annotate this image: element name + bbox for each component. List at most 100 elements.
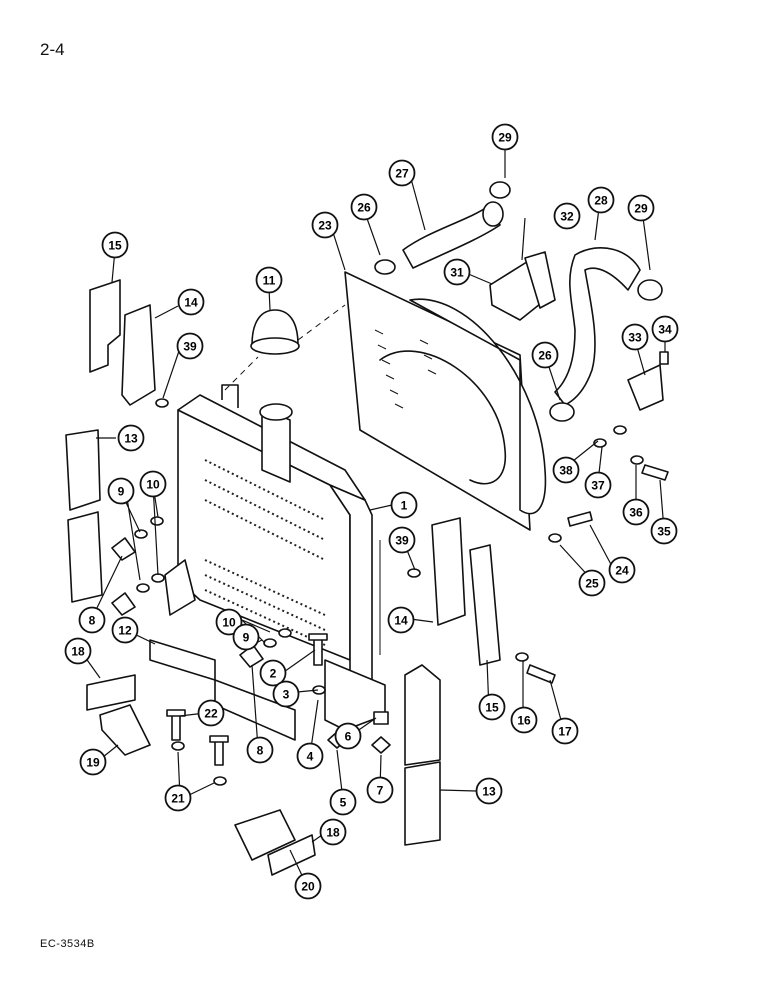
callout-circle — [491, 123, 519, 151]
callout-circle — [197, 699, 225, 727]
callout-13: 13 — [117, 424, 145, 452]
callout-circle — [215, 608, 243, 636]
mount-upper — [111, 537, 136, 561]
callout-label: 10 — [222, 616, 236, 630]
callout-29: 29 — [491, 123, 519, 151]
callout-21: 21 — [164, 784, 192, 812]
callout-circle — [587, 186, 615, 214]
callout-label: 11 — [263, 274, 276, 288]
callout-31: 31 — [443, 258, 471, 286]
callout-circle — [79, 748, 107, 776]
callout-3: 3 — [272, 680, 300, 708]
callout-4: 4 — [296, 742, 324, 770]
seal-strip-lower — [67, 511, 103, 603]
callout-circle — [259, 659, 287, 687]
callout-19: 19 — [79, 748, 107, 776]
callout-label: 4 — [307, 750, 314, 764]
callout-label: 33 — [628, 331, 642, 345]
block-pad-upper — [86, 674, 136, 711]
callout-circle — [553, 202, 581, 230]
callout-circle — [366, 776, 394, 804]
callout-circle — [650, 517, 678, 545]
callout-label: 20 — [301, 880, 315, 894]
callout-28: 28 — [587, 186, 615, 214]
callout-11: 11 — [255, 266, 283, 294]
figure-code: EC-3534B — [40, 938, 95, 950]
callout-23: 23 — [311, 211, 339, 239]
callout-label: 14 — [394, 614, 408, 628]
callout-circle — [551, 717, 579, 745]
callout-15: 15 — [101, 231, 129, 259]
callout-label: 26 — [538, 349, 552, 363]
callout-label: 16 — [517, 714, 531, 728]
callout-circle — [552, 456, 580, 484]
callout-label: 27 — [395, 167, 409, 181]
lower-left-bracket — [99, 704, 151, 756]
callout-circle — [651, 315, 679, 343]
bolt-35 — [641, 464, 669, 481]
side-bracket-upper-left — [89, 279, 121, 373]
callout-label: 2 — [270, 667, 277, 681]
callout-36: 36 — [622, 498, 650, 526]
lower-hose — [554, 247, 641, 406]
seal-strip-right-upper — [404, 664, 441, 766]
callout-18: 18 — [319, 818, 347, 846]
seal-strip-upper — [65, 429, 101, 511]
bracket-clip — [659, 351, 669, 365]
callout-label: 7 — [377, 784, 384, 798]
bottom-pad-left — [149, 639, 216, 681]
callout-38: 38 — [552, 456, 580, 484]
callout-circle — [164, 784, 192, 812]
callout-label: 28 — [594, 194, 608, 208]
callout-17: 17 — [551, 717, 579, 745]
callout-label: 10 — [146, 478, 160, 492]
callout-circle — [388, 159, 416, 187]
page-number: 2-4 — [40, 40, 65, 59]
callout-label: 9 — [118, 485, 125, 499]
callout-label: 23 — [318, 219, 332, 233]
callout-layer: 2927282923263231151114393334261338373635… — [64, 123, 679, 900]
callout-2: 2 — [259, 659, 287, 687]
callout-5: 5 — [329, 788, 357, 816]
callout-circle — [232, 623, 260, 651]
bracket-strip — [524, 251, 556, 309]
callout-circle — [139, 470, 167, 498]
hose-clamps — [374, 181, 663, 422]
callout-circle — [578, 569, 606, 597]
callout-label: 1 — [401, 499, 408, 513]
callout-9: 9 — [232, 623, 260, 651]
callout-18: 18 — [64, 637, 92, 665]
callout-circle — [272, 680, 300, 708]
callout-circle — [621, 323, 649, 351]
callout-circle — [387, 606, 415, 634]
callout-label: 8 — [257, 744, 264, 758]
callout-label: 26 — [357, 201, 371, 215]
callout-label: 19 — [86, 756, 100, 770]
callout-label: 38 — [559, 464, 573, 478]
radiator-assembly — [164, 384, 386, 731]
callout-circle — [78, 606, 106, 634]
callout-14: 14 — [387, 606, 415, 634]
callout-circle — [176, 332, 204, 360]
lower-center-bracket — [234, 809, 296, 861]
callout-circle — [64, 637, 92, 665]
callout-circle — [390, 491, 418, 519]
callout-25: 25 — [578, 569, 606, 597]
block-pad-lower — [267, 834, 316, 876]
callout-circle — [177, 288, 205, 316]
radiator-cap — [251, 309, 299, 346]
callout-label: 18 — [326, 826, 340, 840]
callout-39: 39 — [388, 526, 416, 554]
side-pad-right — [431, 517, 466, 626]
pad-7 — [371, 736, 391, 754]
callout-label: 6 — [345, 730, 352, 744]
spacer-6 — [373, 711, 389, 725]
callout-label: 24 — [615, 564, 629, 578]
callout-circle — [311, 211, 339, 239]
bolt-24 — [567, 511, 593, 527]
callout-circle — [296, 742, 324, 770]
callout-label: 17 — [558, 725, 572, 739]
callout-circle — [443, 258, 471, 286]
callout-circle — [531, 341, 559, 369]
